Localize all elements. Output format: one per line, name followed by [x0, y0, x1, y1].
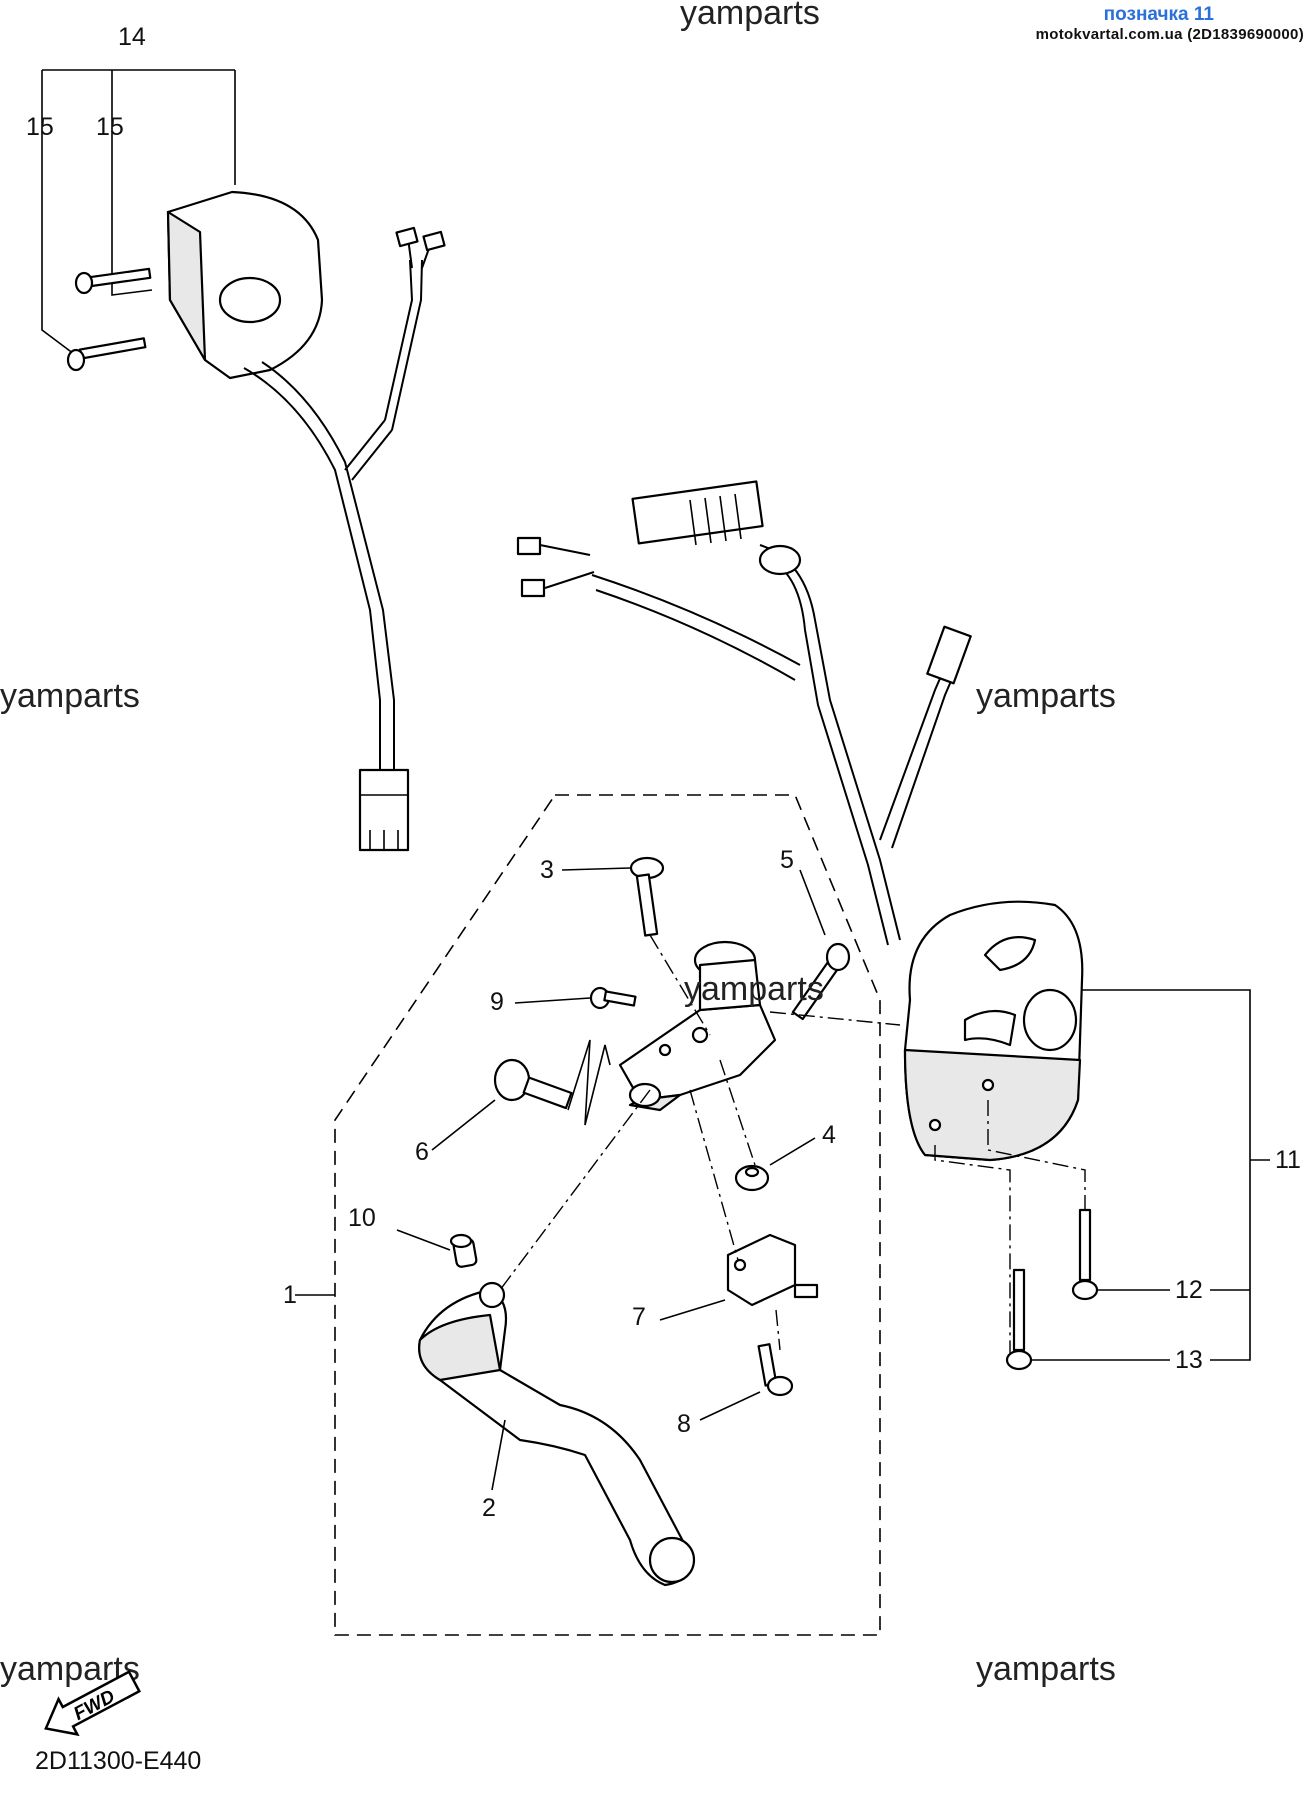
callout-11: 11	[1275, 1146, 1301, 1174]
callout-3: 3	[540, 856, 554, 884]
screw-8	[757, 1343, 794, 1397]
screw-3	[629, 856, 665, 937]
screw-12	[1071, 1208, 1099, 1301]
header-title: позначка 11	[1103, 4, 1214, 25]
screw-13	[1005, 1268, 1033, 1371]
watermark-right: yamparts	[976, 677, 1116, 715]
screw-9	[589, 986, 637, 1010]
watermark-bottom-right: yamparts	[976, 1650, 1116, 1688]
collar-10	[449, 1233, 478, 1268]
right-switch-harness	[516, 480, 972, 946]
screw-15-upper	[74, 267, 152, 295]
callout-15-left: 15	[26, 113, 54, 141]
callout-14: 14	[118, 23, 146, 51]
diagram-code: 2D11300-E440	[35, 1747, 202, 1775]
screw-15-lower	[66, 337, 147, 372]
callout-14-bracket	[41, 69, 236, 361]
callout-5: 5	[780, 846, 794, 874]
callout-2: 2	[482, 1494, 496, 1522]
clutch-lever-assembly	[418, 856, 901, 1587]
watermark-top: yamparts	[680, 0, 820, 32]
clutch-lever-2	[418, 1281, 696, 1587]
callout-labels: 14 15 15 3 5 9 6 4 10 1 7 8 2 11 12 13	[26, 23, 1301, 1522]
assembly-1-boundary	[334, 794, 881, 1636]
leader-lines	[396, 867, 826, 1491]
callout-6: 6	[415, 1138, 429, 1166]
callout-10: 10	[348, 1204, 376, 1232]
callout-11-bracket	[1082, 989, 1270, 1361]
right-handlebar-switch	[903, 900, 1270, 1371]
nut-4	[734, 1164, 770, 1192]
callout-8: 8	[677, 1410, 691, 1438]
callout-13: 13	[1175, 1346, 1203, 1374]
watermark-left: yamparts	[0, 677, 140, 715]
callout-9: 9	[490, 988, 504, 1016]
callout-4: 4	[822, 1121, 836, 1149]
connector-right-multi	[631, 480, 764, 545]
bolt-6	[493, 1058, 573, 1110]
watermarks: yamparts yamparts yamparts yamparts yamp…	[0, 0, 1116, 1688]
callout-12: 12	[1175, 1276, 1203, 1304]
callout-15-right: 15	[96, 113, 124, 141]
bolt-5	[791, 942, 851, 1021]
watermark-center: yamparts	[684, 970, 824, 1008]
header-source: motokvartal.com.ua (2D1839690000)	[1035, 26, 1304, 43]
left-handlebar-switch	[41, 69, 446, 852]
callout-7: 7	[632, 1303, 646, 1331]
clutch-switch-7	[726, 1233, 819, 1307]
callout-1: 1	[283, 1281, 297, 1309]
